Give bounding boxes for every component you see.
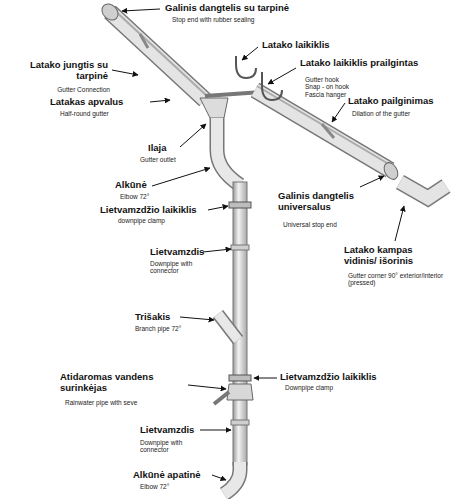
part-description: downpipe clamp [118, 217, 198, 224]
part-description: Dilation of the gutter [352, 110, 462, 117]
part-description: Gutter hook Snap - on hook Fascia hanger [305, 76, 353, 98]
part-name: Alkūnė apatinė [133, 470, 223, 481]
part-name: Galinis dangtelis universalus [278, 191, 373, 213]
gutter-corner [400, 182, 446, 198]
part-description: Downpipe with connector [140, 439, 195, 454]
part-description: Gutter Connection [26, 86, 110, 93]
part-description: Half-round gutter [60, 110, 160, 117]
part-name: Galinis dangtelis su tarpinė [165, 3, 325, 14]
part-name: Latako kampas vidinis/ išorinis [344, 245, 444, 267]
part-name: Latakas apvalus [50, 97, 150, 108]
part-description: Gutter outlet [140, 156, 210, 163]
part-name: Atidaromas vandens surinkėjas [60, 372, 170, 394]
part-name: Latako pailginimas [348, 96, 468, 107]
part-description: Gutter corner 90° exterior/interior (pre… [348, 272, 448, 287]
downpipe-clamp [229, 202, 251, 381]
elbow [217, 118, 240, 185]
part-description: Rainwater pipe with seve [65, 399, 175, 406]
branch-pipe [218, 314, 238, 340]
part-name: Lietvamzdžio laikiklis [280, 372, 400, 383]
part-description: Elbow 72° [120, 193, 180, 200]
half-round-gutter [99, 1, 207, 100]
part-description: Elbow 72° [140, 483, 200, 490]
downpipe [231, 182, 249, 465]
part-name: Latako jungtis su tarpinė [28, 60, 108, 82]
rainwater-collector [214, 384, 253, 404]
part-name: Latako laikiklis prailgintas [300, 58, 470, 69]
part-name: Trišakis [135, 312, 205, 323]
part-description: Universal stop end [283, 221, 373, 228]
part-name: Alkūnė [115, 180, 175, 191]
part-name: Ilaja [148, 143, 208, 154]
part-name: Lietvamzdis [140, 425, 220, 436]
elbow [224, 462, 240, 494]
part-description: Branch pipe 72° [135, 325, 215, 332]
part-description: Stop end with rubber sealing [172, 16, 322, 23]
part-description: Downpipe clamp [285, 384, 365, 391]
gutter-hook [236, 56, 282, 100]
part-name: Latako laikiklis [262, 40, 362, 51]
part-name: Lietvamzdis [150, 247, 230, 258]
part-name: Lietvamzdžio laikiklis [100, 205, 220, 216]
part-description: Downpipe with connector [150, 260, 205, 275]
